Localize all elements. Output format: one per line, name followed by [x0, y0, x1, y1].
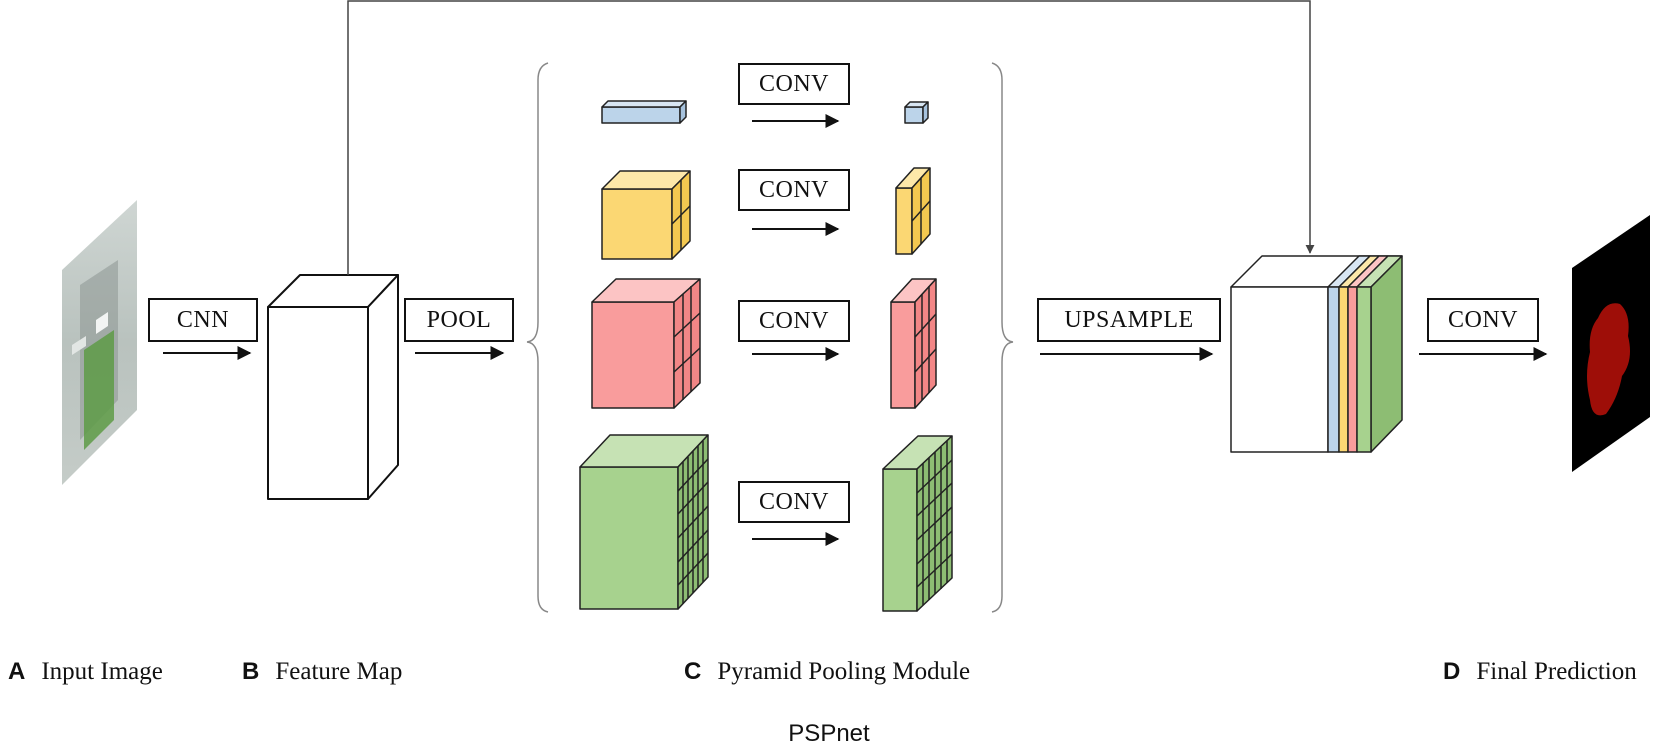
diagram-footer-title: PSPnet: [788, 720, 870, 747]
caption-text: Final Prediction: [1476, 658, 1637, 685]
caption-text: Feature Map: [275, 658, 403, 685]
concatenated-feature-stack: [1230, 255, 1403, 453]
caption-letter: C: [684, 658, 702, 685]
pooled-block-level-6: [579, 434, 709, 610]
upsample-label: UPSAMPLE: [1037, 298, 1221, 342]
caption-final-prediction: D Final Prediction: [1443, 658, 1637, 686]
conv-label-level-1: CONV: [738, 63, 850, 105]
caption-text: Pyramid Pooling Module: [717, 658, 971, 685]
caption-pyramid-pooling-module: C Pyramid Pooling Module: [684, 658, 970, 686]
conv-block-level-2: [895, 167, 931, 255]
pool-label: POOL: [404, 298, 514, 342]
conv-label-level-2: CONV: [738, 169, 850, 211]
conv-block-level-3: [890, 278, 937, 409]
pooled-block-level-2: [601, 170, 691, 260]
caption-letter: B: [242, 658, 260, 685]
caption-feature-map: B Feature Map: [242, 658, 402, 686]
caption-letter: D: [1443, 658, 1461, 685]
input-image: [62, 200, 137, 485]
caption-text: Input Image: [41, 658, 163, 685]
conv-block-level-6: [882, 435, 953, 612]
cnn-label: CNN: [148, 298, 258, 342]
skip-connection: [347, 0, 1315, 275]
conv-label-level-6: CONV: [738, 481, 850, 523]
conv-block-level-1: [904, 101, 929, 124]
final-conv-label: CONV: [1427, 298, 1539, 342]
final-prediction-image: [1572, 215, 1650, 472]
left-brace: [526, 62, 549, 613]
caption-letter: A: [8, 658, 26, 685]
pooled-block-level-1: [601, 100, 687, 124]
conv-label-level-3: CONV: [738, 300, 850, 342]
pooled-block-level-3: [591, 278, 701, 409]
right-brace: [991, 62, 1014, 613]
caption-input-image: A Input Image: [8, 658, 163, 686]
feature-map-box: [267, 274, 399, 500]
